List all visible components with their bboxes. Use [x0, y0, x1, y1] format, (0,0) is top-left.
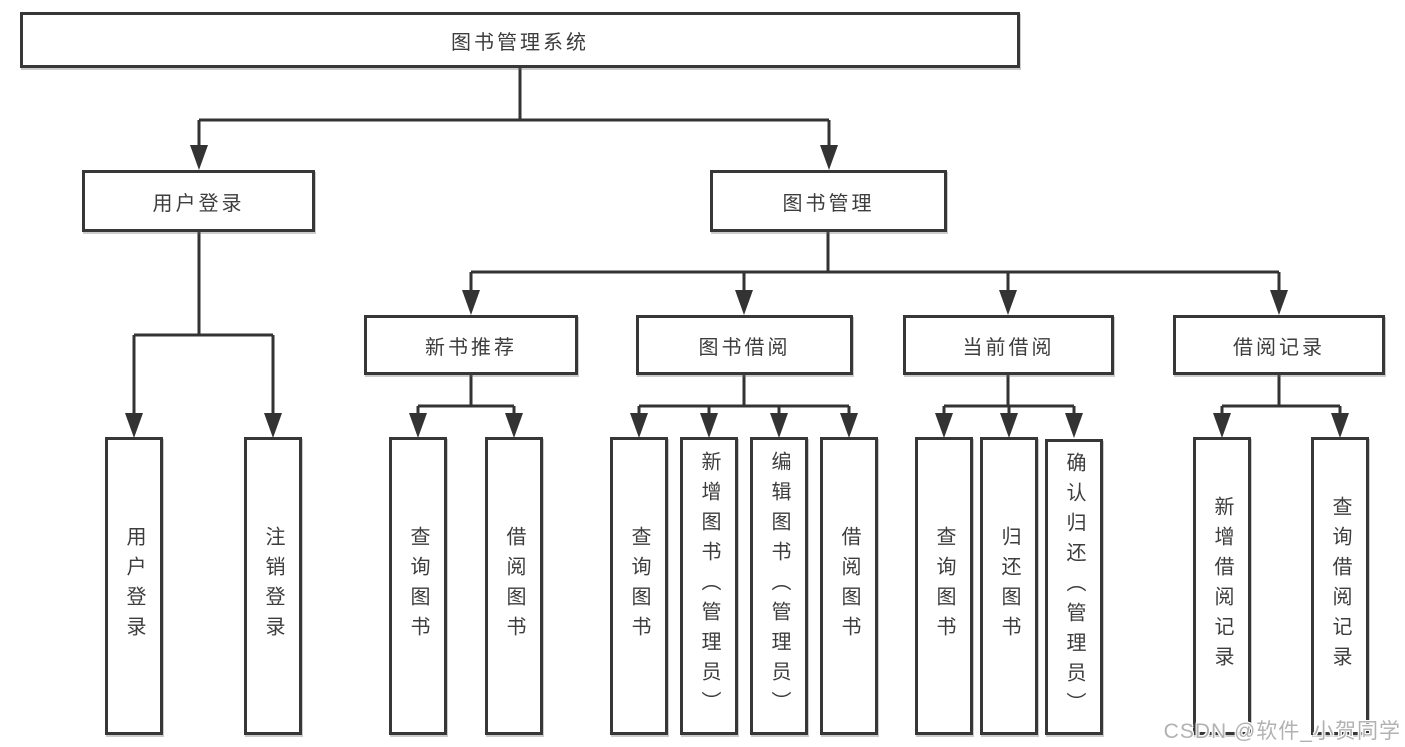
arrowhead — [820, 145, 838, 170]
arrowhead — [264, 413, 282, 438]
arrowhead — [462, 290, 480, 315]
node-book-borrow: 图书借阅 — [636, 315, 853, 375]
node-query-books-recommend: 查询图书 — [389, 437, 447, 735]
node-label: 注销登录 — [262, 526, 284, 646]
connector-book-management — [469, 232, 1281, 295]
node-edit-books-admin: 编辑图书（管理员） — [750, 437, 808, 735]
arrowhead — [999, 290, 1017, 315]
node-query-books-current: 查询图书 — [915, 437, 973, 735]
node-query-borrow-record: 查询借阅记录 — [1311, 437, 1369, 735]
node-book-management-system: 图书管理系统 — [20, 12, 1020, 68]
node-label: 图书借阅 — [698, 336, 791, 359]
node-label: 图书管理 — [782, 192, 875, 215]
arrowhead — [735, 290, 753, 315]
node-label: 新增借阅记录 — [1211, 496, 1233, 676]
node-label: 确认归还（管理员） — [1063, 452, 1085, 722]
node-label: 用户登录 — [152, 192, 245, 215]
node-return-books: 归还图书 — [980, 437, 1038, 735]
node-label: 查询图书 — [628, 526, 650, 646]
connector-borrow-records — [1220, 375, 1342, 420]
node-label: 新书推荐 — [425, 336, 517, 359]
node-label: 用户登录 — [123, 526, 145, 646]
arrowhead — [505, 413, 523, 438]
node-label: 图书管理系统 — [451, 31, 589, 54]
arrowhead — [190, 145, 208, 170]
node-label: 查询图书 — [933, 526, 955, 646]
connector-user-login — [132, 232, 275, 420]
node-label: 查询借阅记录 — [1329, 496, 1351, 676]
node-add-borrow-record: 新增借阅记录 — [1193, 437, 1251, 735]
arrowhead — [1065, 413, 1083, 438]
connector-root — [197, 68, 831, 150]
node-logout: 注销登录 — [244, 437, 302, 735]
node-label: 查询图书 — [407, 526, 429, 646]
node-query-books-borrow: 查询图书 — [610, 437, 668, 735]
node-label: 当前借阅 — [962, 336, 1055, 359]
arrowhead — [1000, 413, 1018, 438]
node-new-book-recommend: 新书推荐 — [364, 315, 578, 375]
node-current-borrow: 当前借阅 — [903, 315, 1114, 375]
arrowhead — [125, 413, 143, 438]
node-add-books-admin: 新增图书（管理员） — [680, 437, 738, 735]
node-label: 借阅图书 — [503, 526, 525, 646]
node-label: 归还图书 — [998, 526, 1020, 646]
csdn-watermark: CSDN @软件_小贺同学 — [1163, 720, 1401, 743]
arrowhead — [935, 413, 953, 438]
node-label: 新增图书（管理员） — [698, 451, 720, 721]
node-label: 借阅图书 — [838, 526, 860, 646]
connector-book-borrow — [637, 375, 851, 420]
arrowhead — [630, 413, 648, 438]
arrowhead — [1331, 413, 1349, 438]
arrowhead — [1270, 290, 1288, 315]
node-confirm-return-admin: 确认归还（管理员） — [1045, 439, 1103, 735]
node-borrow-books-recommend: 借阅图书 — [485, 437, 543, 735]
node-user-login-group: 用户登录 — [82, 170, 315, 232]
arrowhead — [700, 413, 718, 438]
node-borrow-books: 借阅图书 — [820, 437, 878, 735]
node-label: 借阅记录 — [1233, 336, 1325, 359]
node-borrow-records: 借阅记录 — [1173, 315, 1385, 375]
arrowhead — [770, 413, 788, 438]
connector-new-book-recommend — [416, 375, 516, 420]
node-user-login: 用户登录 — [105, 437, 163, 735]
node-book-management: 图书管理 — [710, 170, 947, 232]
arrowhead — [840, 413, 858, 438]
arrowhead — [409, 413, 427, 438]
arrowheads — [125, 145, 1349, 438]
arrowhead — [1213, 413, 1231, 438]
node-label: 编辑图书（管理员） — [768, 451, 790, 721]
